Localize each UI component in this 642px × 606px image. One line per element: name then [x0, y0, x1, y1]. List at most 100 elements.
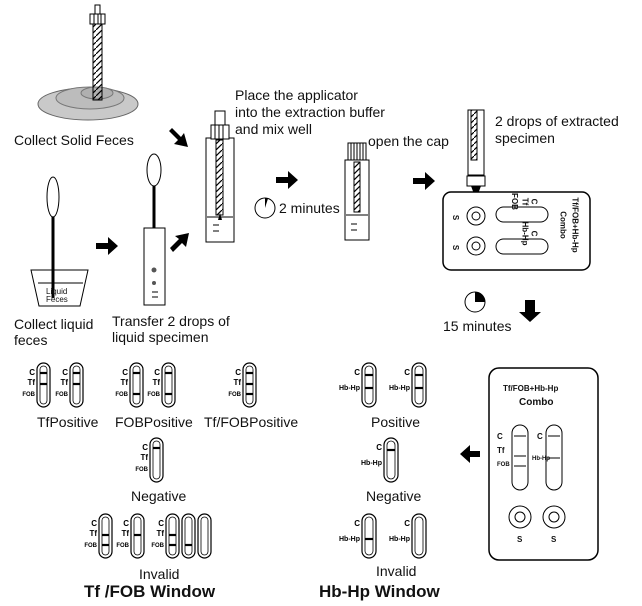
hbhp-negative-window	[383, 437, 399, 483]
window-c-label: C	[354, 519, 360, 528]
extraction-tube-illustration	[205, 110, 235, 243]
window-tf-label: Tf	[27, 378, 35, 387]
arrow-up-right-icon	[170, 233, 189, 252]
window-hbhp-label: Hb-Hp	[339, 385, 360, 392]
cassette-large-c-label: C	[497, 432, 503, 441]
window-c-label: C	[29, 368, 35, 377]
fob-positive-window	[161, 362, 176, 408]
window-fob-label: FOB	[22, 392, 35, 398]
hbhp-invalid-window	[361, 513, 377, 559]
hbhp-window-title: Hb-Hp Window	[319, 582, 440, 601]
wait-2-minutes: 2 minutes	[279, 200, 340, 216]
window-c-label: C	[404, 519, 410, 528]
window-c-label: C	[404, 368, 410, 377]
clock-icon-2min	[254, 197, 276, 219]
step-open-cap: open the cap	[368, 133, 449, 149]
window-tf-label: Tf	[140, 453, 148, 462]
window-fob-label: FOB	[228, 392, 241, 398]
window-c-label: C	[235, 368, 241, 377]
tf-positive-window	[36, 362, 51, 408]
step-place-line1: Place the applicator	[235, 87, 358, 103]
tf-fob-invalid-window	[98, 513, 113, 559]
hbhp-positive-label: Positive	[371, 414, 421, 430]
hbhp-invalid-label: Invalid	[376, 563, 417, 579]
cassette-large-illustration	[488, 367, 599, 561]
window-fob-label: FOB	[84, 543, 97, 549]
tf-positive-window	[69, 362, 84, 408]
window-c-label: C	[62, 368, 68, 377]
window-fob-label: FOB	[135, 467, 148, 473]
open-cap-tube-illustration	[344, 142, 370, 241]
tf-fob-positive-window	[242, 362, 257, 408]
cup-label-line2: Feces	[46, 295, 68, 304]
solid-feces-illustration	[37, 4, 139, 121]
cassette-large-well-label-1: S	[517, 535, 523, 544]
window-c-label: C	[354, 368, 360, 377]
window-fob-label: FOB	[151, 543, 164, 549]
arrow-right-icon	[276, 171, 298, 189]
window-tf-label: Tf	[121, 529, 129, 538]
tf-fob-positive-label: Tf/FOBPositive	[204, 414, 299, 430]
cassette-top-hbhp-label: Hb-Hp	[520, 221, 530, 246]
arrow-right-icon	[413, 172, 435, 190]
clock-icon-15min	[464, 291, 486, 313]
cassette-top-well-label-1: S	[451, 214, 461, 221]
hbhp-positive-window	[411, 362, 427, 408]
window-tf-label: Tf	[120, 378, 128, 387]
step-transfer-line2: liquid specimen	[112, 329, 209, 345]
tf-fob-invalid-window	[197, 513, 212, 559]
window-c-label: C	[376, 443, 382, 452]
tf-positive-label: TfPositive	[37, 414, 99, 430]
window-c-label: C	[158, 519, 164, 528]
dispensing-tube-illustration	[466, 109, 486, 194]
fob-positive-window	[129, 362, 144, 408]
window-tf-label: Tf	[152, 378, 160, 387]
tf-fob-invalid-window	[130, 513, 145, 559]
tf-fob-negative-window	[149, 437, 164, 483]
window-tf-label: Tf	[89, 529, 97, 538]
hbhp-negative-label: Negative	[366, 488, 422, 504]
step-drops-line2: specimen	[495, 130, 555, 146]
window-c-label: C	[142, 443, 148, 452]
cassette-large-well-label-2: S	[551, 535, 557, 544]
window-hbhp-label: Hb-Hp	[389, 536, 410, 543]
tf-fob-invalid-window	[165, 513, 180, 559]
cup-label-line1: Liquid	[46, 287, 68, 296]
tf-fob-window-title: Tf /FOB Window	[84, 582, 216, 601]
step-collect-liquid-line2: feces	[14, 332, 48, 348]
step-place-line2: into the extraction buffer	[235, 104, 385, 120]
window-fob-label: FOB	[115, 392, 128, 398]
wait-15-minutes: 15 minutes	[443, 318, 512, 334]
window-tf-label: Tf	[233, 378, 241, 387]
hbhp-positive-window	[361, 362, 377, 408]
cassette-large-name-line2: Combo	[519, 397, 554, 408]
window-tf-label: Tf	[156, 529, 164, 538]
cassette-top-c-label: C	[529, 198, 539, 205]
hbhp-invalid-window	[411, 513, 427, 559]
window-fob-label: FOB	[116, 543, 129, 549]
window-fob-label: FOB	[147, 392, 160, 398]
cassette-top-illustration	[442, 191, 591, 271]
transfer-tube-illustration	[143, 153, 166, 306]
cassette-top-well-label-2: S	[451, 244, 461, 251]
window-c-label: C	[154, 368, 160, 377]
arrow-left-icon	[460, 445, 480, 463]
window-hbhp-label: Hb-Hp	[339, 536, 360, 543]
arrow-right-icon	[96, 237, 118, 255]
window-hbhp-label: Hb-Hp	[389, 385, 410, 392]
step-collect-solid: Collect Solid Feces	[14, 132, 134, 148]
arrow-down-icon	[519, 300, 541, 322]
step-transfer-line1: Transfer 2 drops of	[112, 313, 230, 329]
cassette-top-c2-label: C	[529, 230, 539, 237]
step-drops-line1: 2 drops of extracted	[495, 113, 619, 129]
flow-arrows	[96, 128, 541, 463]
window-fob-label: FOB	[55, 392, 68, 398]
cassette-large-fob-label: FOB	[497, 462, 510, 468]
step-collect-liquid-line1: Collect liquid	[14, 316, 94, 332]
cassette-top-tf-label: Tf	[520, 197, 530, 206]
cassette-top-name-line1: Tf/FOB+Hb-Hp	[570, 197, 580, 253]
cassette-top-fob-label: FOB	[509, 193, 519, 210]
window-tf-label: Tf	[60, 378, 68, 387]
